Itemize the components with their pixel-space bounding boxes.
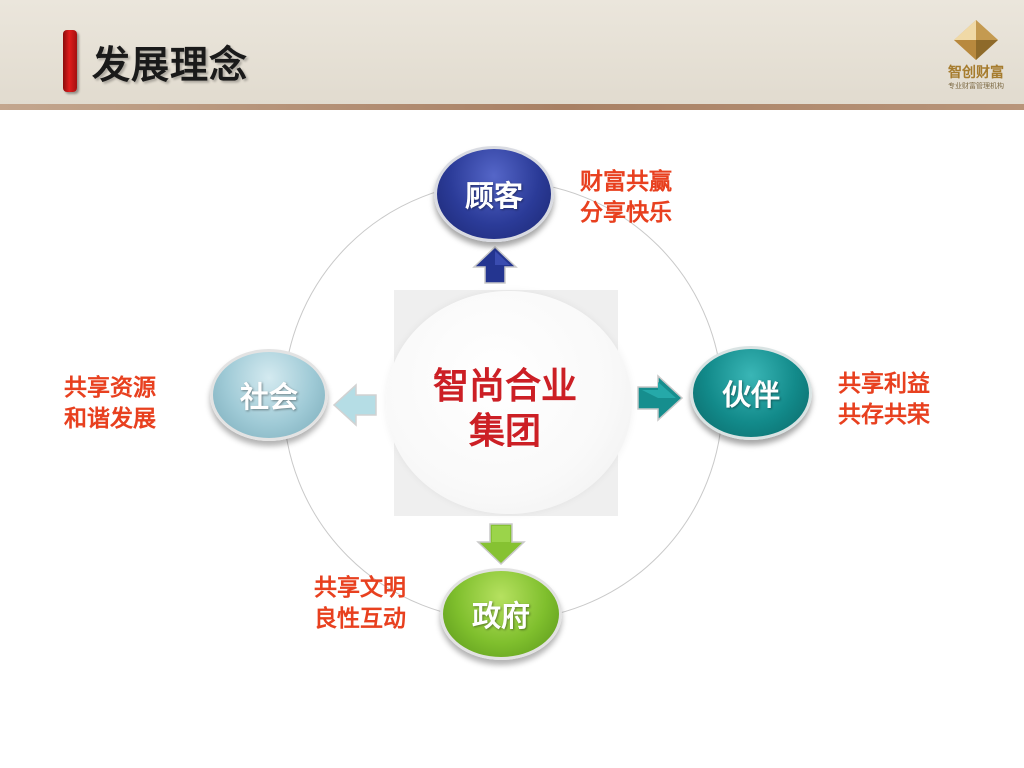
arrow-right-icon <box>637 374 684 422</box>
diamond-logo-icon <box>954 20 998 60</box>
government-desc-line2: 良性互动 <box>314 606 406 632</box>
arrow-up-icon <box>472 245 518 284</box>
arrow-left-icon <box>332 383 377 427</box>
arrow-down-icon <box>476 523 526 566</box>
partner-description: 共享利益 共存共荣 <box>838 369 930 431</box>
society-desc-line1: 共享资源 <box>64 375 156 401</box>
header-divider <box>0 104 1024 110</box>
node-society: 社会 <box>210 349 328 441</box>
center-label-line1: 智尚合业 <box>432 366 577 407</box>
government-description: 共享文明 良性互动 <box>314 573 406 635</box>
center-label: 智尚合业 集团 <box>400 364 610 454</box>
government-desc-line1: 共享文明 <box>314 575 406 601</box>
page-title: 发展理念 <box>92 43 249 87</box>
center-label-line2: 集团 <box>468 411 541 452</box>
partner-desc-line2: 共存共荣 <box>838 402 930 428</box>
partner-desc-line1: 共享利益 <box>838 371 930 397</box>
logo-name: 智创财富 <box>948 65 1004 81</box>
node-partner: 伙伴 <box>690 346 812 440</box>
customer-description: 财富共赢 分享快乐 <box>580 167 672 229</box>
node-government: 政府 <box>440 568 562 660</box>
logo-tagline: 专业财富管理机构 <box>948 82 1004 90</box>
customer-desc-line1: 财富共赢 <box>580 169 672 195</box>
customer-desc-line2: 分享快乐 <box>580 200 672 226</box>
center-circle <box>386 291 632 514</box>
society-desc-line2: 和谐发展 <box>64 406 156 432</box>
title-accent-bar <box>63 30 77 92</box>
brand-logo: 智创财富 专业财富管理机构 <box>940 18 1012 98</box>
header-banner <box>0 0 1024 104</box>
society-description: 共享资源 和谐发展 <box>64 373 156 435</box>
node-customer: 顾客 <box>434 146 554 242</box>
